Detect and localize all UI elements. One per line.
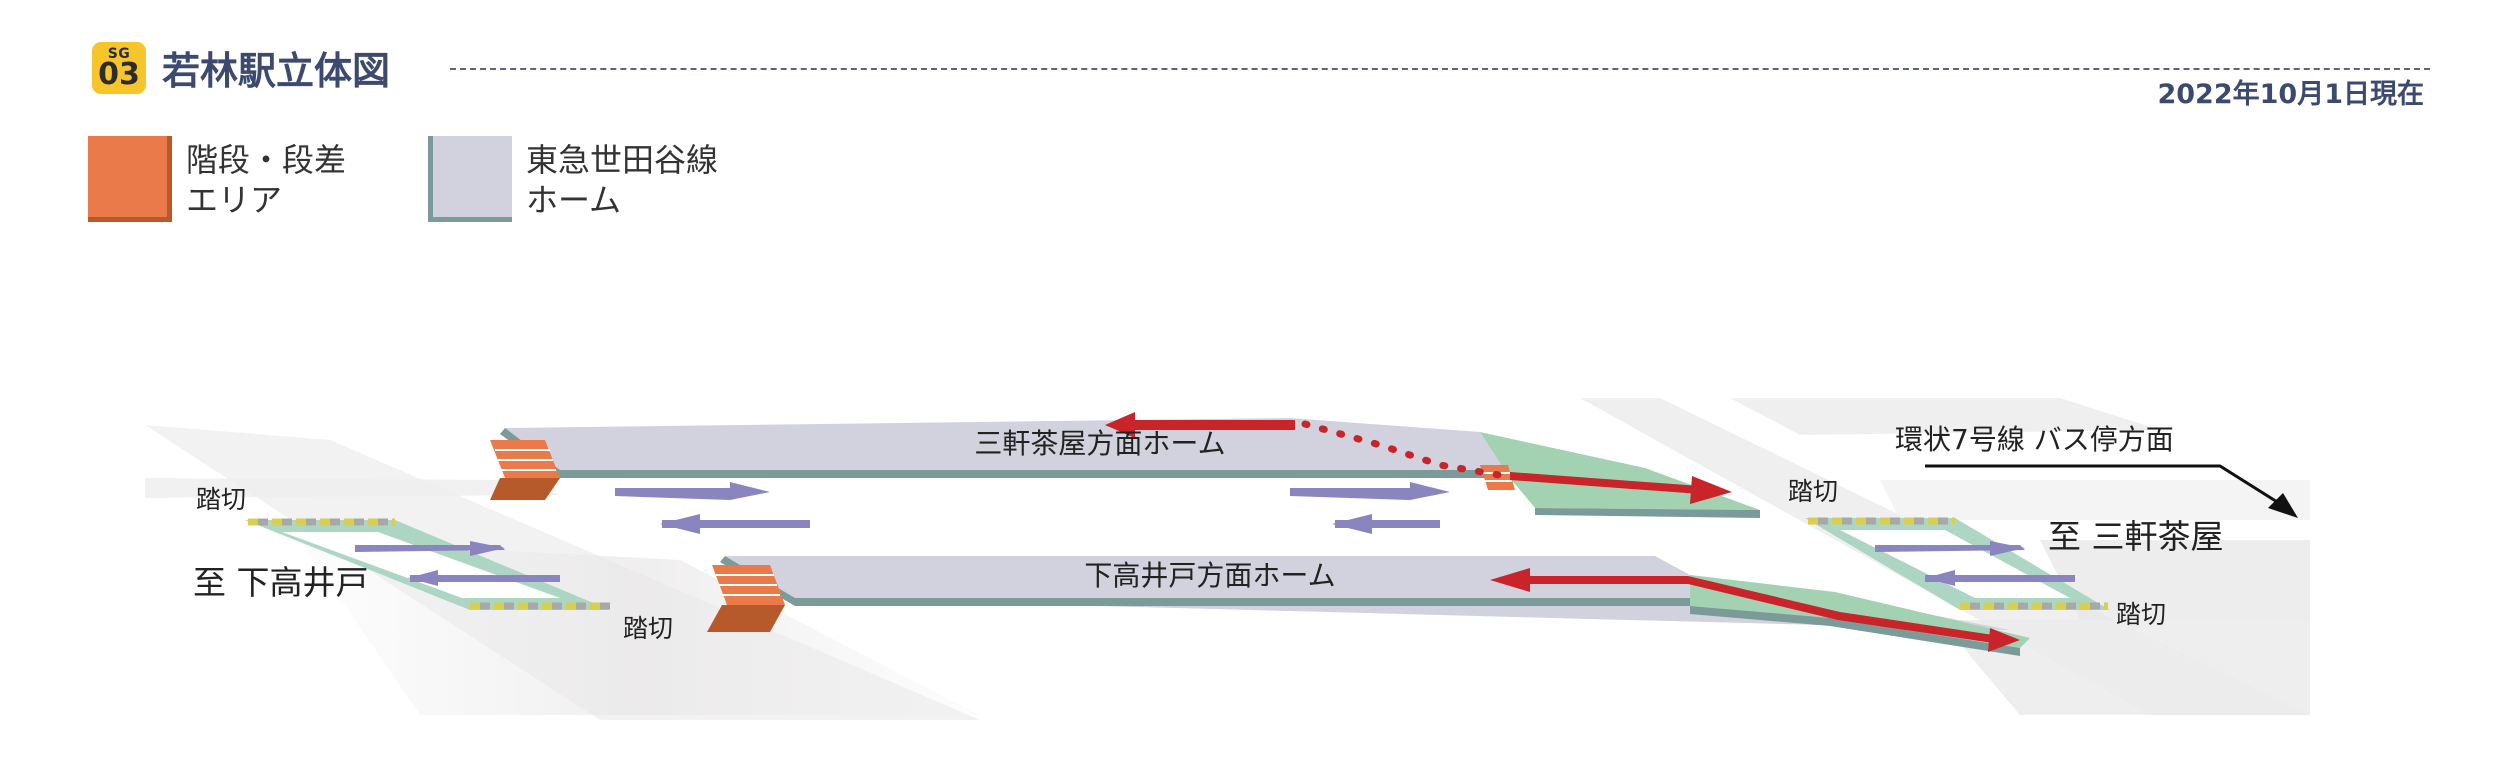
stairs-lower-left	[707, 565, 785, 632]
title-dashed-divider	[450, 68, 2430, 70]
badge-station-number: 03	[98, 57, 140, 92]
stairs-swatch	[88, 136, 172, 222]
crossing-label-upper-right: 踏切	[1788, 477, 1838, 506]
route-arrows	[1105, 412, 2020, 652]
legend-item-stairs: 階段・段差 エリア	[88, 136, 408, 226]
page-title: 若林駅立体図	[162, 49, 391, 93]
direction-label-shimotakaido: 至 下高井戸	[193, 563, 369, 602]
train-direction-arrows	[615, 482, 1450, 534]
direction-label-sangenjaya: 至 三軒茶屋	[2048, 517, 2224, 556]
header: SG 03 若林駅立体図 2022年10月1日現在	[0, 0, 2500, 120]
station-number-badge: SG 03	[92, 42, 146, 94]
as-of-date: 2022年10月1日現在	[2157, 79, 2424, 110]
bus-stop-direction-label: 環状7号線 バス停方面	[1895, 423, 2174, 456]
platform-swatch	[428, 136, 512, 222]
upper-platform-label: 三軒茶屋方面ホーム	[974, 427, 1225, 460]
lower-platform-label: 下高井戸方面ホーム	[1084, 559, 1335, 592]
legend-label-stairs: 階段・段差 エリア	[186, 141, 347, 219]
left-level-crossing	[245, 518, 612, 610]
stairs-upper-left	[490, 440, 560, 500]
legend-label-platform: 東急世田谷線 ホーム	[526, 141, 719, 219]
bus-stop-arrow	[1925, 464, 2298, 518]
badge-line-code: SG	[107, 46, 131, 62]
crossing-label-lower-right: 踏切	[2116, 600, 2166, 629]
crossing-label-lower-left: 踏切	[623, 614, 673, 643]
platform-lower	[720, 556, 2030, 656]
right-level-crossing	[1805, 517, 2110, 610]
legend-item-platform: 東急世田谷線 ホーム	[428, 136, 768, 226]
crossing-label-upper-left: 踏切	[196, 485, 246, 514]
